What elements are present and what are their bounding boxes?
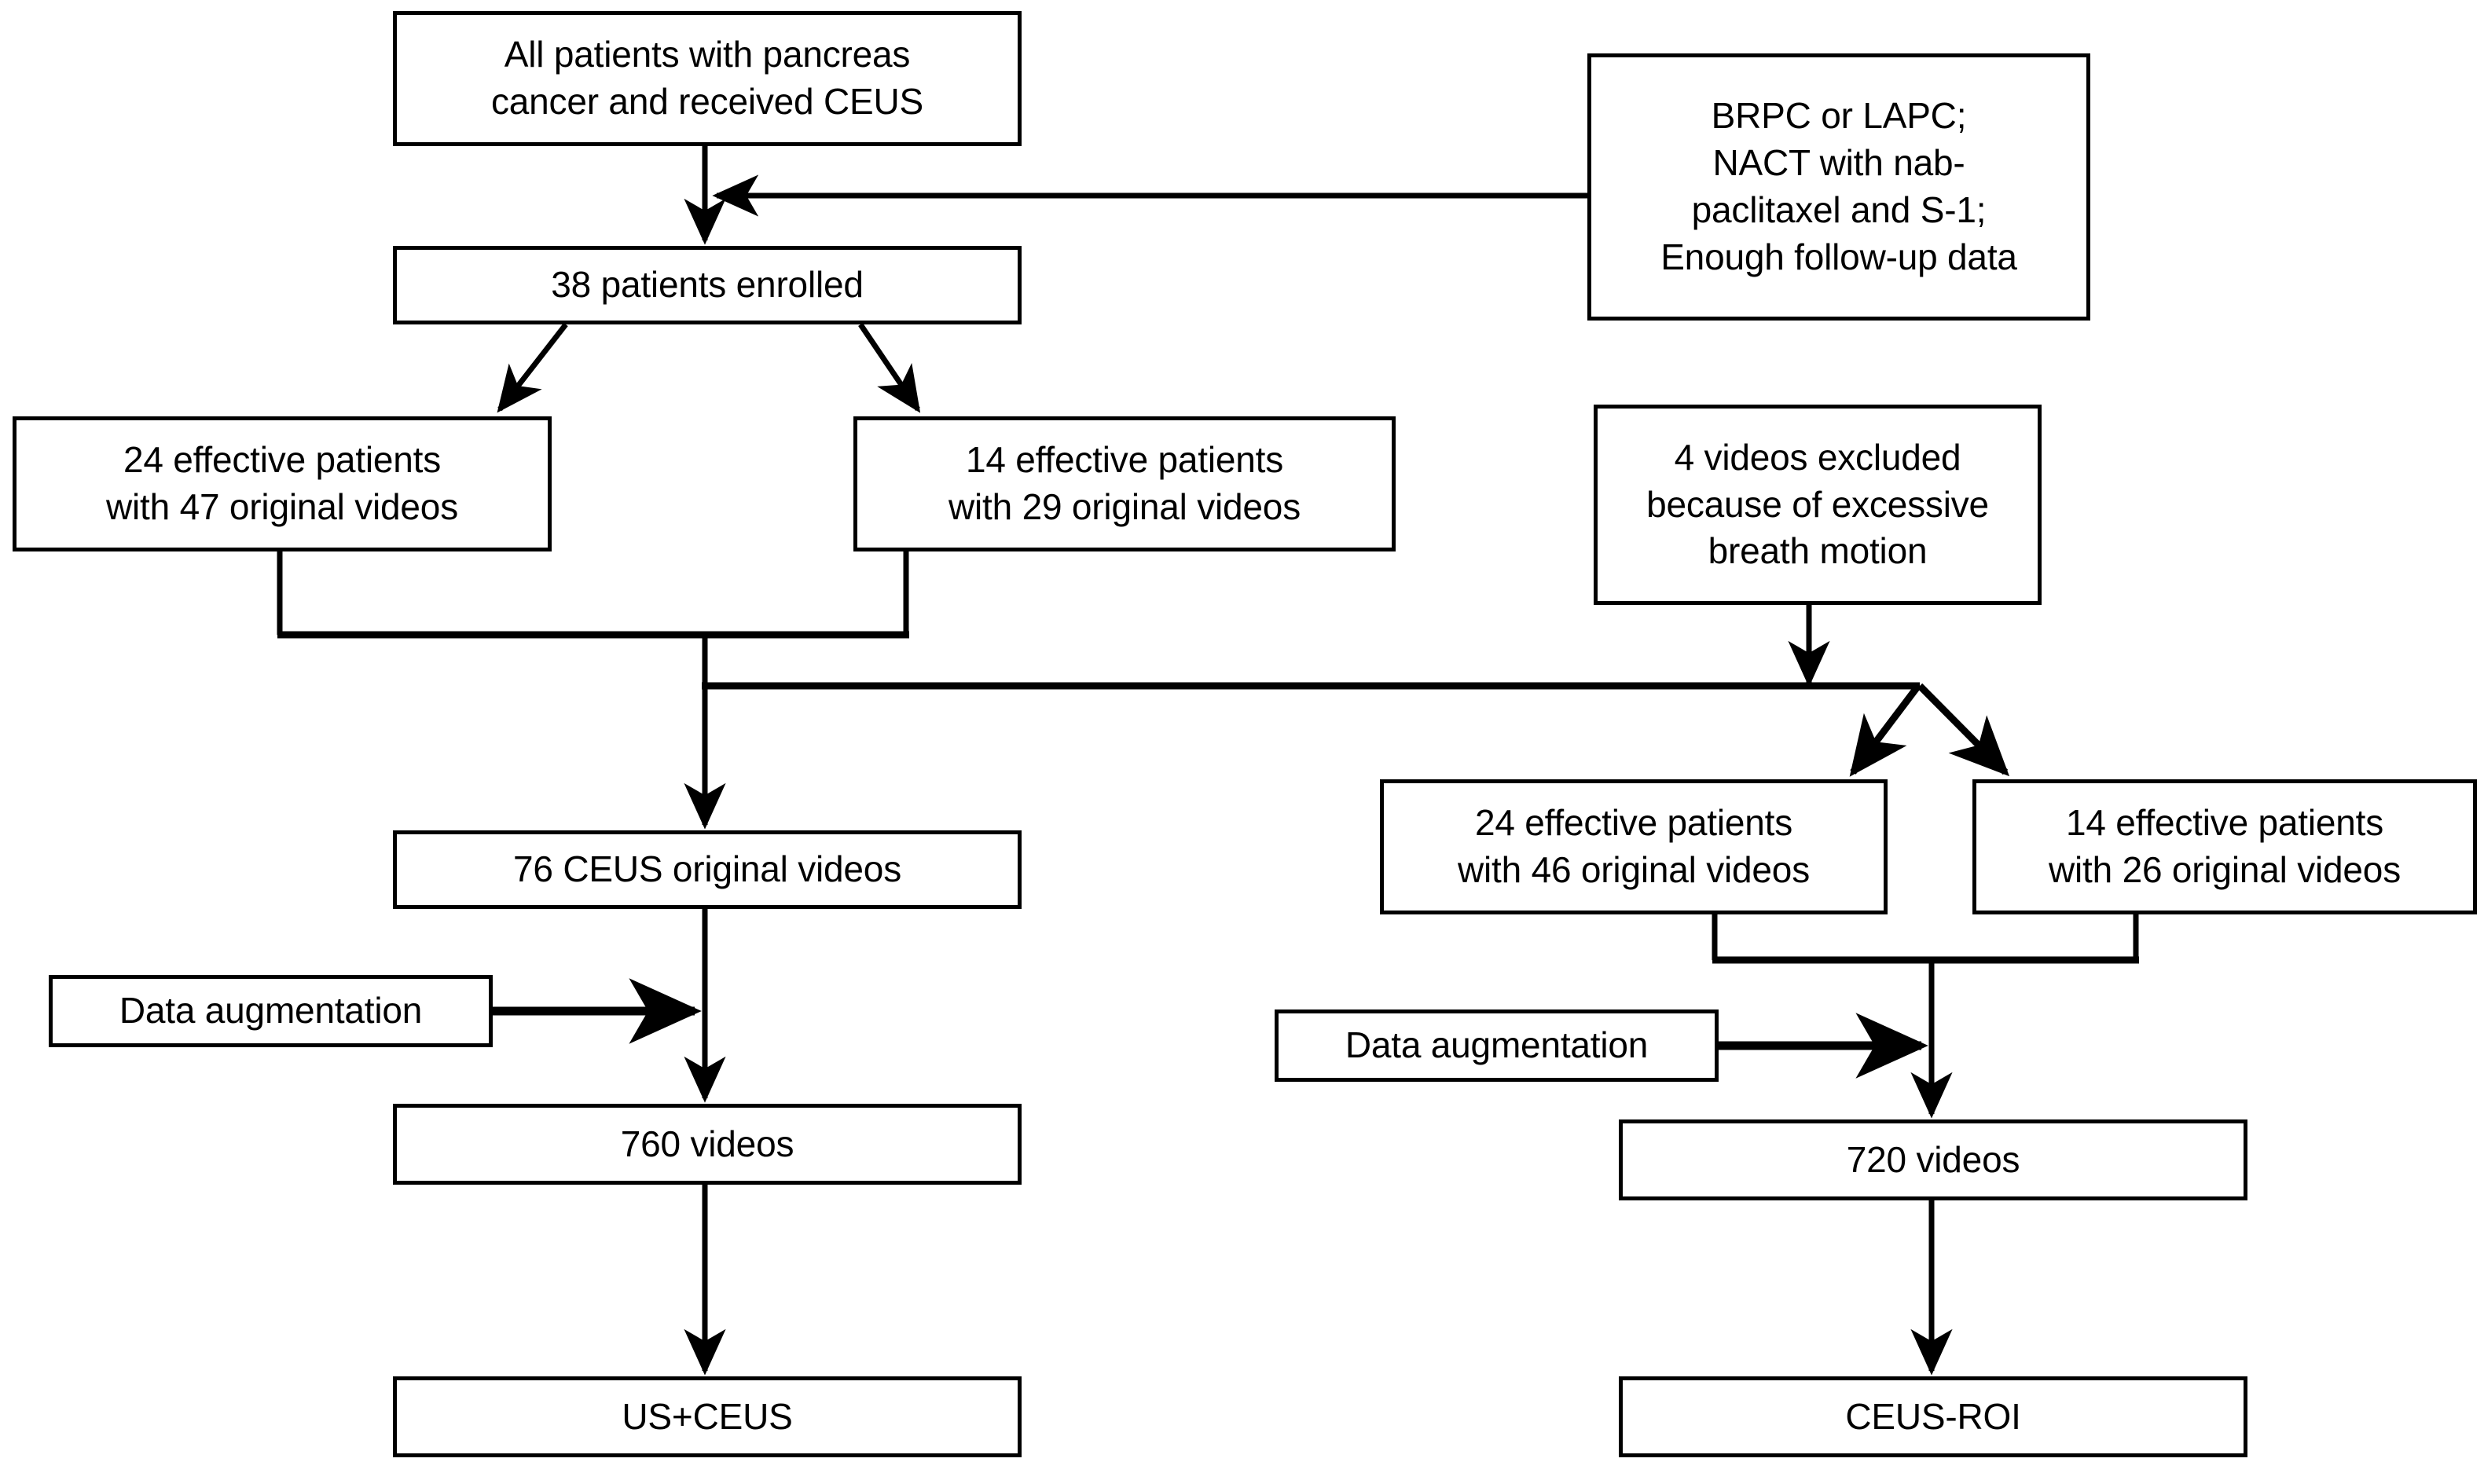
node-data-augmentation-right-label: Data augmentation: [1345, 1024, 1649, 1066]
node-us-plus-ceus[interactable]: US+CEUS: [393, 1376, 1022, 1457]
node-ceus-original-videos[interactable]: 76 CEUS original videos: [393, 830, 1022, 909]
node-data-augmentation-right[interactable]: Data augmentation: [1275, 1009, 1719, 1082]
node-videos-excluded-label: 4 videos excluded because of excessive b…: [1646, 436, 1989, 572]
node-effective-24-46-label: 24 effective patients with 46 original v…: [1458, 802, 1810, 890]
node-ceus-original-videos-label: 76 CEUS original videos: [513, 848, 901, 890]
node-patients-enrolled[interactable]: 38 patients enrolled: [393, 246, 1022, 324]
node-ceus-roi-label: CEUS-ROI: [1845, 1395, 2021, 1437]
node-us-plus-ceus-label: US+CEUS: [622, 1395, 793, 1437]
node-effective-14-26-label: 14 effective patients with 26 original v…: [2049, 802, 2401, 890]
edge-enrolled-to-24-47: [497, 322, 568, 413]
node-effective-14-29[interactable]: 14 effective patients with 29 original v…: [853, 416, 1396, 551]
node-patients-enrolled-label: 38 patients enrolled: [551, 264, 864, 306]
node-effective-24-47[interactable]: 24 effective patients with 47 original v…: [13, 416, 552, 551]
node-videos-760-label: 760 videos: [620, 1123, 794, 1164]
node-effective-24-46[interactable]: 24 effective patients with 46 original v…: [1380, 779, 1888, 914]
node-ceus-roi[interactable]: CEUS-ROI: [1619, 1376, 2247, 1457]
node-videos-720-label: 720 videos: [1846, 1138, 2020, 1180]
node-inclusion-criteria-label: BRPC or LAPC; NACT with nab- paclitaxel …: [1660, 95, 2017, 277]
node-videos-720[interactable]: 720 videos: [1619, 1119, 2247, 1200]
node-inclusion-criteria[interactable]: BRPC or LAPC; NACT with nab- paclitaxel …: [1587, 53, 2090, 321]
node-data-augmentation-left[interactable]: Data augmentation: [49, 975, 493, 1047]
node-all-patients[interactable]: All patients with pancreas cancer and re…: [393, 11, 1022, 146]
edge-enrolled-to-14-29: [858, 323, 921, 413]
node-videos-760[interactable]: 760 videos: [393, 1104, 1022, 1185]
node-videos-excluded[interactable]: 4 videos excluded because of excessive b…: [1594, 405, 2042, 605]
node-all-patients-label: All patients with pancreas cancer and re…: [490, 34, 924, 122]
edge-bus-to-24-46: [1849, 683, 1921, 777]
node-effective-14-26[interactable]: 14 effective patients with 26 original v…: [1972, 779, 2477, 914]
node-effective-24-47-label: 24 effective patients with 47 original v…: [106, 439, 458, 527]
node-effective-14-29-label: 14 effective patients with 29 original v…: [948, 439, 1301, 527]
node-data-augmentation-left-label: Data augmentation: [119, 990, 423, 1031]
edge-bus-to-14-26: [1917, 683, 2010, 777]
